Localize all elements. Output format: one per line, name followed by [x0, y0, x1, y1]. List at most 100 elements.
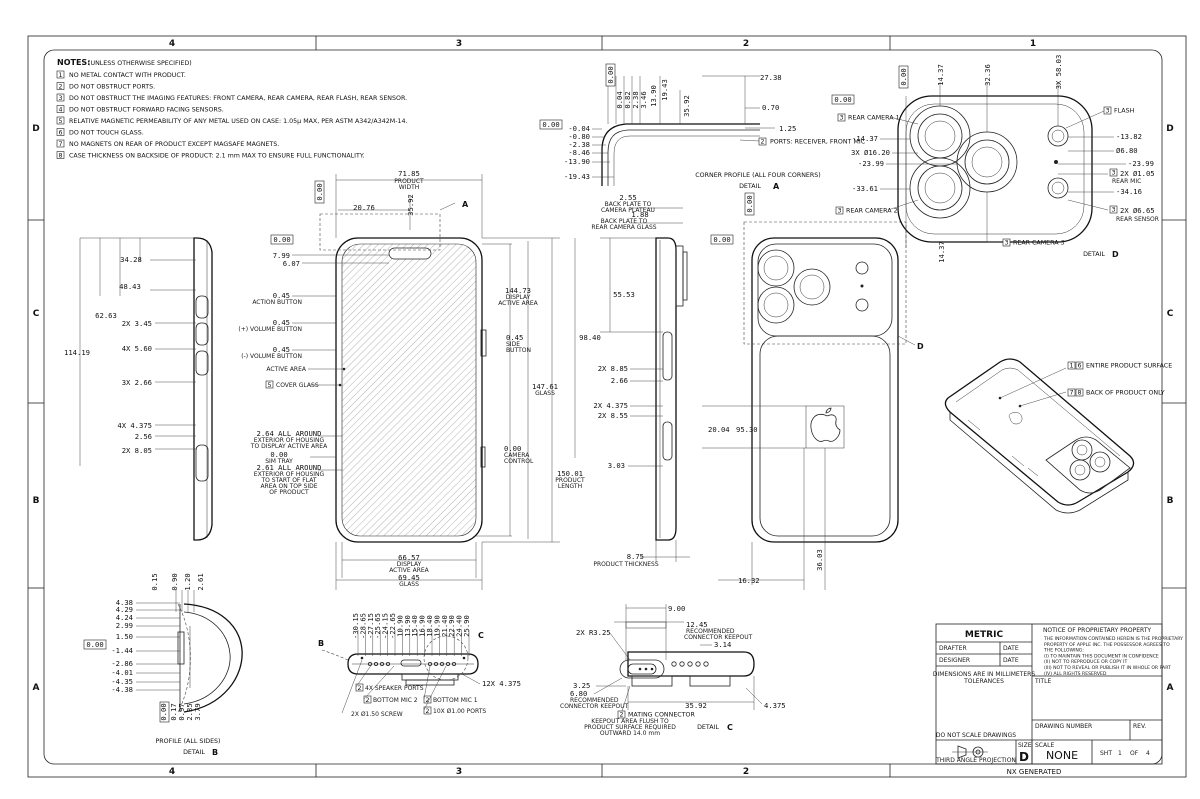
dim-20-76: 20.76: [353, 203, 375, 212]
dim-35-92: 35.92: [406, 194, 415, 216]
db-left-dim: 1.50: [116, 632, 133, 641]
dd-right-7: REAR SENSOR: [1116, 216, 1159, 223]
db-left-dim: -4.35: [111, 677, 133, 686]
front-callout-num: 5: [267, 382, 271, 389]
dim-95-30: 95.30: [736, 425, 758, 434]
note-number: 8: [58, 153, 62, 160]
note-number-box: [56, 128, 65, 136]
detail-b: 0.15 0.90 1.20 2.61 4.384.294.242.991.50…: [83, 573, 243, 757]
dim-side-button: 0.45: [506, 333, 523, 342]
dim-71-85: 71.85: [398, 169, 420, 178]
datum-box-da-vert: [605, 63, 616, 87]
dim-36-03: 36.03: [815, 549, 824, 571]
note-number-box: [56, 116, 65, 125]
dd-cam1-num: 3: [839, 115, 843, 122]
label-product-thickness: PRODUCT THICKNESS: [593, 561, 658, 568]
front-lower-8: AREA ON TOP SIDE: [260, 483, 317, 490]
bv-top-dim: -22.65: [388, 613, 397, 639]
detail-b-name: DETAIL: [183, 749, 205, 756]
callout-box-da: [758, 137, 767, 146]
tb-drawing-number: DRAWING NUMBER: [1035, 723, 1092, 730]
dd-cam2-label: REAR CAMERA 2: [846, 208, 898, 215]
detail-b-title: PROFILE (ALL SIDES): [155, 738, 220, 745]
zone-col-3-bottom: 3: [456, 767, 462, 777]
tb-of-label: OF: [1130, 750, 1139, 757]
bv-callout-box: [363, 695, 372, 704]
bv-top-dim: 19.90: [432, 615, 441, 637]
title-block: METRIC DRAFTER DATE DESIGNER DATE DIMENS…: [933, 623, 1183, 776]
dc-callout-1: MATING CONNECTOR: [628, 712, 695, 719]
dim-16-32: 16.32: [738, 576, 760, 585]
db-bottom-dim: 0.17: [169, 703, 178, 720]
bv-top-dim: -27.15: [366, 613, 375, 639]
note-number: 2: [58, 84, 62, 91]
dd-right-2: -23.99: [1128, 159, 1154, 168]
datum-front-vert: 0.00: [315, 183, 324, 200]
label-glass-b: GLASS: [399, 581, 419, 588]
dim-12-45: 12.45: [686, 620, 708, 629]
front-lower-6: EXTERIOR OF HOUSING: [254, 471, 325, 478]
dd-flash-num: 3: [1105, 108, 1109, 115]
detail-a-marker: A: [462, 200, 469, 209]
dim-1-88: 1.88: [631, 210, 648, 219]
detail-d-marker: D: [917, 342, 924, 351]
detail-b-left-dims: 4.384.294.242.991.50-1.44-2.86-4.01-4.35…: [111, 598, 180, 694]
bv-top-dim: -30.15: [351, 613, 360, 639]
da-top-3: 3.46: [639, 91, 648, 108]
bv-top-dim: -28.65: [358, 613, 367, 639]
bv-callout-num: 2: [357, 685, 361, 692]
front-callout-label: ACTION BUTTON: [252, 299, 302, 306]
dim-98-40: 98.40: [579, 333, 601, 342]
dim-9-00: 9.00: [668, 604, 685, 613]
tb-size-label: SIZE: [1018, 742, 1032, 749]
label-product: PRODUCT: [394, 178, 424, 185]
detail-a-name: DETAIL: [739, 183, 761, 190]
detail-a: 0.04 0.82 2.38 3.46 13.90 19.43 35.92 27…: [539, 63, 866, 191]
note-text: NO MAGNETS ON REAR OF PRODUCT EXCEPT MAG…: [69, 141, 279, 148]
db-bottom-dim: 2.35: [185, 703, 194, 720]
bv-callout-text: BOTTOM MIC 1: [433, 697, 478, 704]
db-bottom-datum-box: [159, 701, 170, 723]
db-bottom-dim: 0.00: [159, 703, 168, 720]
zone-row-c-right: C: [1167, 309, 1174, 319]
dc-label-rec-2: RECOMMENDED: [570, 697, 619, 704]
front-lower-7: TO START OF FLAT: [260, 477, 316, 484]
da-top-1: 0.82: [623, 91, 632, 108]
bottom-view-top-dims: -30.15-28.65-27.15-25.65-24.15-22.6510.9…: [351, 613, 471, 656]
back-view: 20.04 95.30 36.03 16.32 0.00 0.00 D: [702, 192, 924, 590]
notes-title: NOTES:: [57, 58, 90, 67]
label-bp-cam-2: CAMERA PLATEAU: [601, 207, 655, 214]
db-top-1: 0.90: [170, 573, 179, 590]
dd-top-2: 3X 58.03: [1054, 55, 1063, 90]
detail-a-title: CORNER PROFILE (ALL FOUR CORNERS): [695, 172, 820, 179]
dim-3x-2-66: 3X 2.66: [122, 378, 152, 387]
front-lower-5: 2.61 ALL AROUND: [257, 463, 322, 472]
note-number: 4: [58, 107, 62, 114]
note-text: DO NOT OBSTRUCT PORTS.: [69, 84, 155, 91]
detail-d-letter: D: [1112, 250, 1119, 259]
note-text: CASE THICKNESS ON BACKSIDE OF PRODUCT: 2…: [69, 153, 364, 160]
note-text: DO NOT TOUCH GLASS.: [69, 130, 144, 137]
bv-callout-num: 2: [425, 708, 429, 715]
dim-114-19: 114.19: [64, 348, 90, 357]
zone-row-b-left: B: [33, 496, 40, 506]
db-left-dim: 4.38: [116, 598, 133, 607]
db-top-0: 0.15: [150, 573, 159, 590]
dim-2-56: 2.56: [135, 432, 152, 441]
iso-box-1a: [1067, 361, 1076, 370]
detail-b-letter: B: [212, 748, 218, 757]
dim-2x-8-85: 2X 8.85: [598, 364, 628, 373]
bv-callout-text: BOTTOM MIC 2: [373, 697, 418, 704]
datum-da-vert: 0.00: [606, 66, 615, 83]
bv-top-dim: 15.40: [410, 615, 419, 637]
db-left-dim: -4.38: [111, 685, 133, 694]
detail-c-name: DETAIL: [697, 724, 719, 731]
front-callout-label: ACTIVE AREA: [266, 366, 306, 373]
note-number: 5: [58, 118, 62, 125]
label-display: DISPLAY: [506, 294, 531, 301]
front-callout-value: 0.45: [273, 291, 290, 300]
dc-callout-3: PRODUCT SURFACE REQUIRED: [584, 724, 676, 731]
dd-sensor-num: 3: [1111, 207, 1115, 214]
